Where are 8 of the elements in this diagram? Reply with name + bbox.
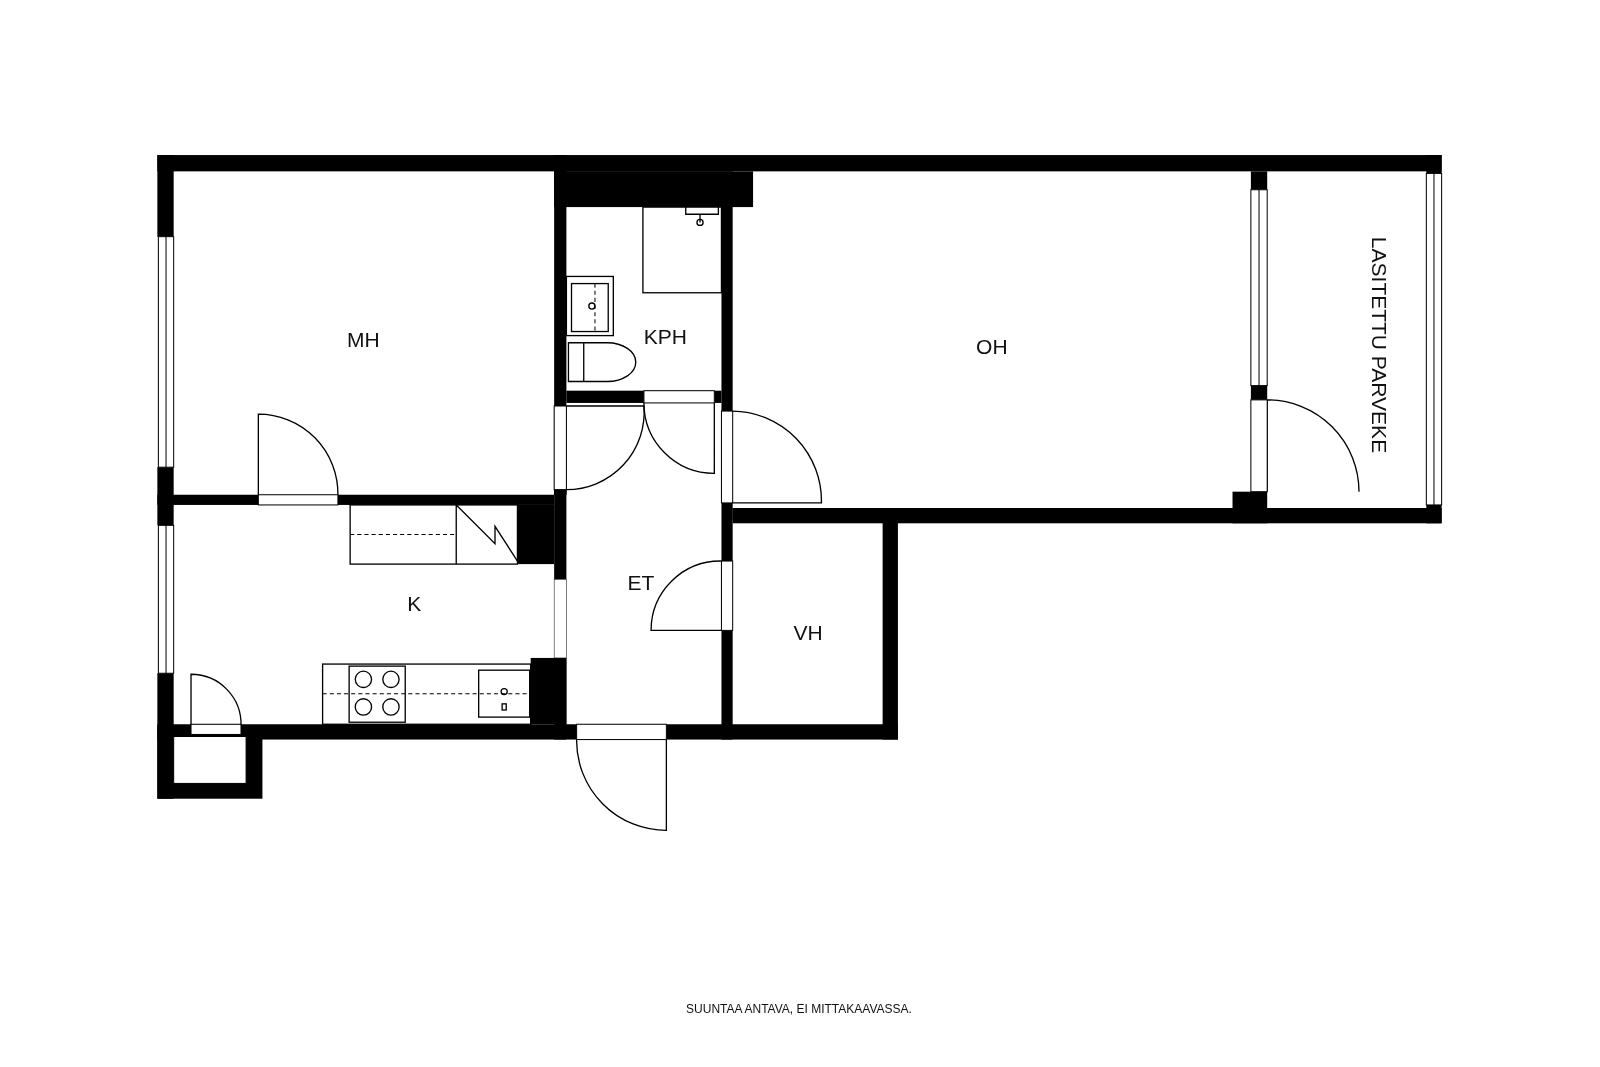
room-label: VH (793, 621, 823, 643)
room-label: LASITETTU PARVEKE (1368, 236, 1390, 454)
room-label: OH (976, 335, 1008, 357)
room-label: ET (627, 571, 655, 593)
room-label: MH (346, 328, 380, 350)
room-label: K (407, 592, 422, 614)
caption: SUUNTAA ANTAVA, EI MITTAKAAVASSA. (686, 1002, 912, 1017)
room-label: KPH (643, 325, 687, 347)
